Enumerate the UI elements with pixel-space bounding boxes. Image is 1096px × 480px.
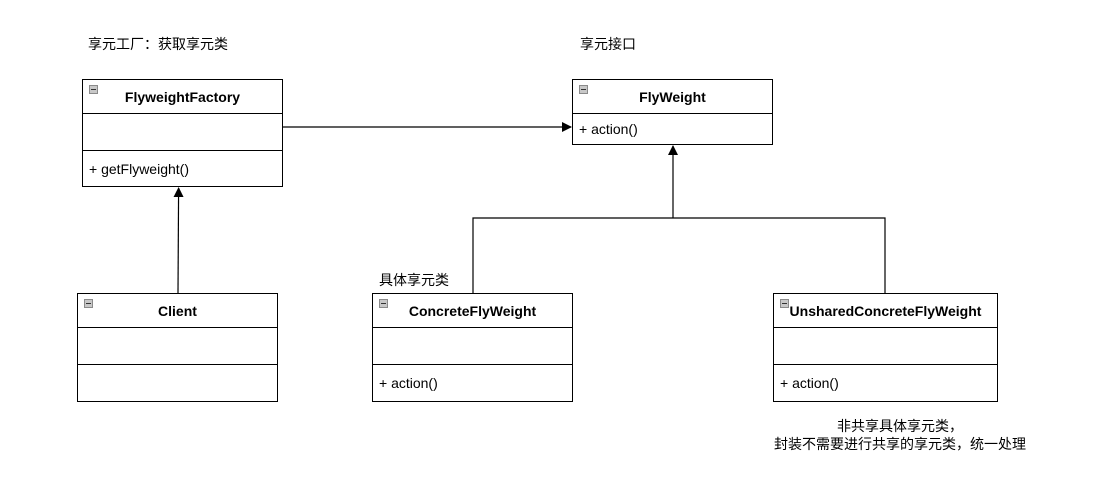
class-name: FlyweightFactory bbox=[124, 88, 241, 105]
class-flyweight-factory-attributes[interactable] bbox=[83, 114, 282, 151]
unshared-note-line-1: 非共享具体享元类， bbox=[837, 418, 963, 434]
class-unshared-concrete-flyweight-attributes[interactable] bbox=[774, 328, 997, 365]
unshared-note-line-2: 封装不需要进行共享的享元类，统一处理 bbox=[774, 436, 1026, 452]
class-client-methods[interactable] bbox=[78, 365, 277, 401]
interface-note: 享元接口 bbox=[580, 36, 636, 52]
class-concrete-flyweight[interactable]: ConcreteFlyWeight + action() bbox=[372, 293, 573, 402]
method-text: + action() bbox=[379, 375, 438, 391]
concrete-note: 具体享元类 bbox=[379, 272, 449, 288]
factory-note: 享元工厂：获取享元类 bbox=[88, 36, 228, 52]
class-flyweight[interactable]: FlyWeight + action() bbox=[572, 79, 773, 145]
class-concrete-flyweight-attributes[interactable] bbox=[373, 328, 572, 365]
class-flyweight-factory-methods[interactable]: + getFlyweight() bbox=[83, 151, 282, 186]
unshared-to-flyweight-connector bbox=[673, 217, 886, 293]
class-client-header[interactable]: Client bbox=[78, 294, 277, 328]
collapse-icon[interactable] bbox=[780, 299, 789, 308]
class-concrete-flyweight-header[interactable]: ConcreteFlyWeight bbox=[373, 294, 572, 328]
client-to-factory-arrow bbox=[173, 187, 184, 294]
class-unshared-concrete-flyweight-header[interactable]: UnsharedConcreteFlyWeight bbox=[774, 294, 997, 328]
collapse-icon[interactable] bbox=[579, 85, 588, 94]
class-name: ConcreteFlyWeight bbox=[408, 302, 537, 319]
method-text: + action() bbox=[780, 375, 839, 391]
class-unshared-concrete-flyweight-methods[interactable]: + action() bbox=[774, 365, 997, 401]
class-name: UnsharedConcreteFlyWeight bbox=[789, 302, 982, 319]
concrete-to-flyweight-connector bbox=[472, 217, 673, 293]
class-flyweight-factory[interactable]: FlyweightFactory + getFlyweight() bbox=[82, 79, 283, 187]
collapse-icon[interactable] bbox=[84, 299, 93, 308]
class-name: Client bbox=[158, 302, 197, 319]
method-text: + getFlyweight() bbox=[89, 160, 189, 177]
class-concrete-flyweight-methods[interactable]: + action() bbox=[373, 365, 572, 401]
class-unshared-concrete-flyweight[interactable]: UnsharedConcreteFlyWeight + action() bbox=[773, 293, 998, 402]
class-name: FlyWeight bbox=[639, 88, 706, 105]
class-client-attributes[interactable] bbox=[78, 328, 277, 365]
class-flyweight-methods[interactable]: + action() bbox=[573, 114, 772, 144]
collapse-icon[interactable] bbox=[89, 85, 98, 94]
class-flyweight-header[interactable]: FlyWeight bbox=[573, 80, 772, 114]
unshared-note: 非共享具体享元类， 封装不需要进行共享的享元类，统一处理 bbox=[760, 417, 1040, 453]
method-text: + action() bbox=[579, 121, 638, 137]
collapse-icon[interactable] bbox=[379, 299, 388, 308]
class-client[interactable]: Client bbox=[77, 293, 278, 402]
class-flyweight-factory-header[interactable]: FlyweightFactory bbox=[83, 80, 282, 114]
